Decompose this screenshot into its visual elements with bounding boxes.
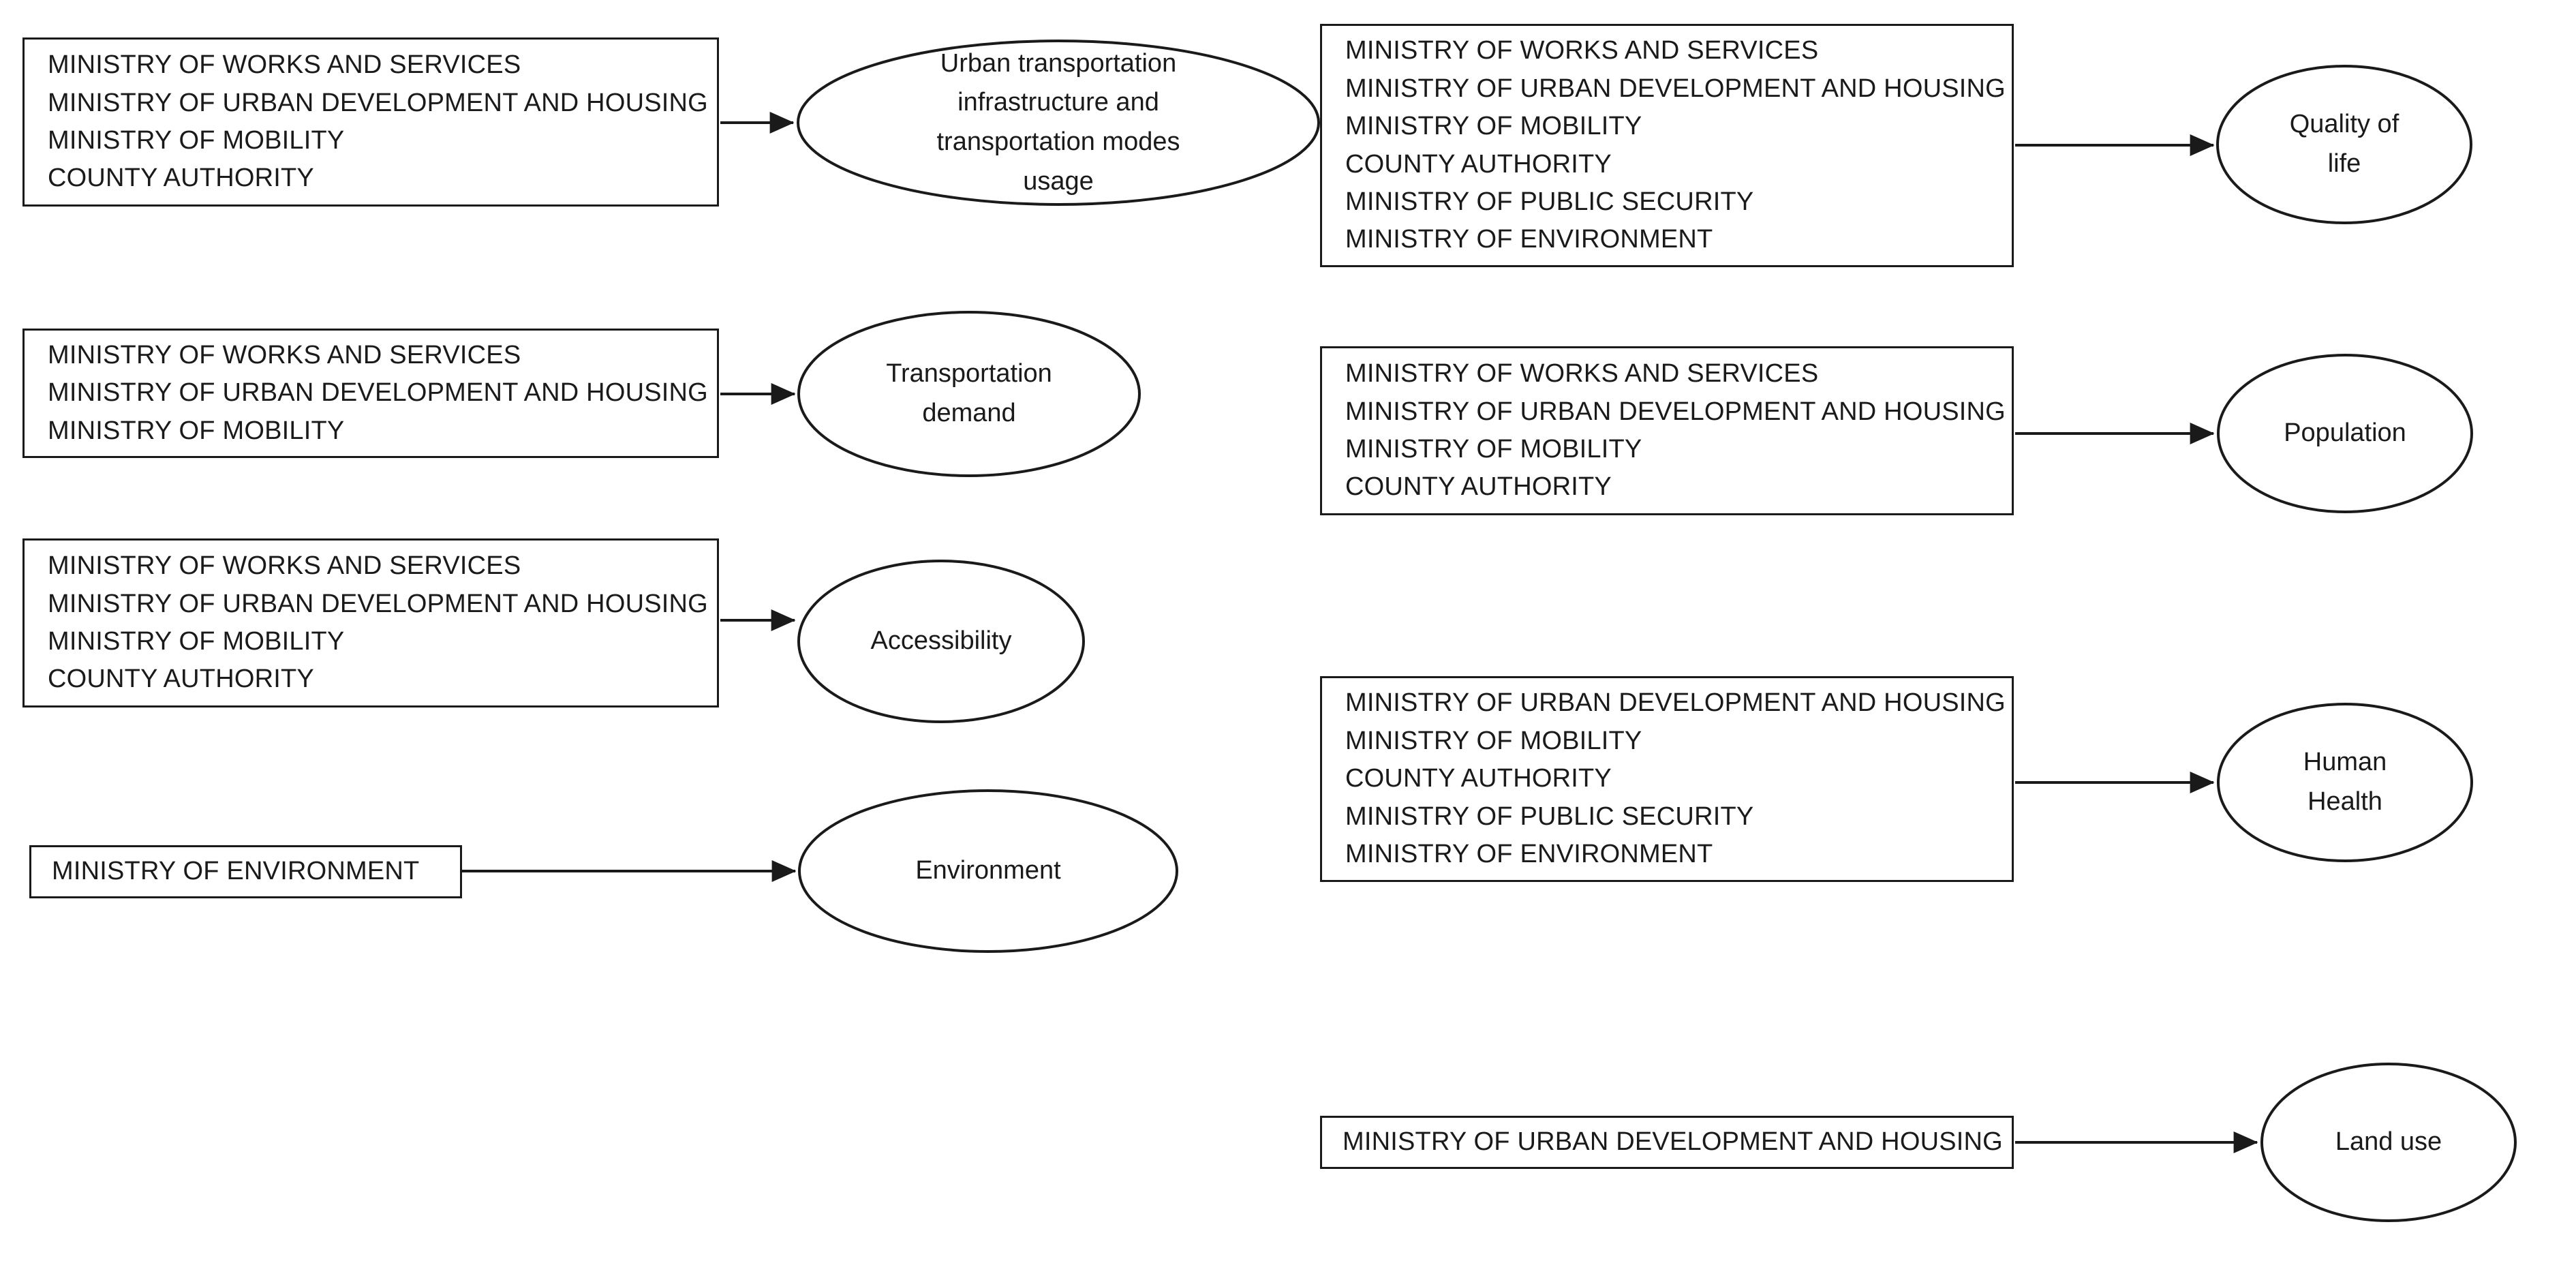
ministry-line: COUNTY AUTHORITY <box>1345 149 1612 179</box>
ministry-line: MINISTRY OF WORKS AND SERVICES <box>1345 359 1819 389</box>
ministry-line: MINISTRY OF URBAN DEVELOPMENT AND HOUSIN… <box>1345 397 2006 426</box>
ministry-line: MINISTRY OF URBAN DEVELOPMENT AND HOUSIN… <box>1345 74 2006 103</box>
ministry-line: MINISTRY OF MOBILITY <box>48 416 345 445</box>
ministry-line: MINISTRY OF WORKS AND SERVICES <box>48 50 521 80</box>
source-box-environment[interactable]: MINISTRY OF ENVIRONMENT <box>29 845 462 898</box>
ministry-line: COUNTY AUTHORITY <box>48 164 314 193</box>
ellipse-urban-transportation[interactable] <box>797 40 1320 206</box>
ellipse-land-use[interactable] <box>2260 1063 2517 1222</box>
ministry-line: MINISTRY OF MOBILITY <box>1345 112 1642 141</box>
ministry-line: COUNTY AUTHORITY <box>1345 472 1612 502</box>
ministry-line: MINISTRY OF WORKS AND SERVICES <box>48 340 521 369</box>
ministry-line: COUNTY AUTHORITY <box>1345 764 1612 793</box>
ministry-line: COUNTY AUTHORITY <box>48 665 314 694</box>
ministry-line: MINISTRY OF PUBLIC SECURITY <box>1345 802 1754 831</box>
ellipse-environment[interactable] <box>798 789 1178 953</box>
source-box-quality-of-life[interactable]: MINISTRY OF WORKS AND SERVICES MINISTRY … <box>1320 24 2014 267</box>
ministry-line: MINISTRY OF MOBILITY <box>48 627 345 656</box>
ministry-line: MINISTRY OF URBAN DEVELOPMENT AND HOUSIN… <box>48 589 708 618</box>
ministry-line: MINISTRY OF URBAN DEVELOPMENT AND HOUSIN… <box>1343 1127 2003 1157</box>
ellipse-human-health[interactable] <box>2217 703 2473 862</box>
ministry-line: MINISTRY OF URBAN DEVELOPMENT AND HOUSIN… <box>48 378 708 408</box>
ministry-line: MINISTRY OF PUBLIC SECURITY <box>1345 187 1754 216</box>
ministry-line: MINISTRY OF MOBILITY <box>1345 726 1642 755</box>
source-box-land-use[interactable]: MINISTRY OF URBAN DEVELOPMENT AND HOUSIN… <box>1320 1116 2014 1169</box>
source-box-accessibility[interactable]: MINISTRY OF WORKS AND SERVICES MINISTRY … <box>22 538 719 707</box>
ministry-line: MINISTRY OF URBAN DEVELOPMENT AND HOUSIN… <box>48 88 708 117</box>
ministry-line: MINISTRY OF MOBILITY <box>48 126 345 155</box>
ministry-line: MINISTRY OF WORKS AND SERVICES <box>1345 36 1819 65</box>
ellipse-population[interactable] <box>2217 354 2473 513</box>
source-box-population[interactable]: MINISTRY OF WORKS AND SERVICES MINISTRY … <box>1320 346 2014 515</box>
ministry-line: MINISTRY OF URBAN DEVELOPMENT AND HOUSIN… <box>1345 688 2006 718</box>
source-box-transportation-demand[interactable]: MINISTRY OF WORKS AND SERVICES MINISTRY … <box>22 329 719 458</box>
ministry-line: MINISTRY OF ENVIRONMENT <box>1345 840 1713 869</box>
ministry-line: MINISTRY OF WORKS AND SERVICES <box>48 551 521 581</box>
source-box-human-health[interactable]: MINISTRY OF URBAN DEVELOPMENT AND HOUSIN… <box>1320 676 2014 882</box>
source-box-urban-transportation[interactable]: MINISTRY OF WORKS AND SERVICES MINISTRY … <box>22 37 719 207</box>
ellipse-accessibility[interactable] <box>797 560 1085 723</box>
ellipse-quality-of-life[interactable] <box>2216 65 2472 224</box>
ministry-line: MINISTRY OF ENVIRONMENT <box>1345 225 1713 254</box>
ministry-line: MINISTRY OF ENVIRONMENT <box>52 857 420 886</box>
ellipse-transportation-demand[interactable] <box>797 311 1141 477</box>
ministry-line: MINISTRY OF MOBILITY <box>1345 435 1642 463</box>
